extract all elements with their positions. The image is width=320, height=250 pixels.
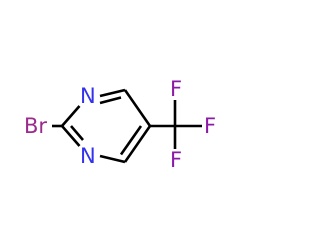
atom-f3: F xyxy=(170,148,182,172)
bond-n1-c6 xyxy=(99,88,126,98)
bond-c6-c5 xyxy=(123,89,152,127)
bond-c2-n3 xyxy=(61,125,81,147)
atom-f2: F xyxy=(204,114,216,138)
bond-c5-c4-inner xyxy=(119,125,143,156)
atom-n3: N xyxy=(80,144,96,168)
atom-f1: F xyxy=(170,77,182,101)
bond-c5-c4 xyxy=(123,125,152,163)
atom-n1: N xyxy=(80,84,96,108)
bond-n1-c6-inner xyxy=(99,96,122,105)
atom-labels: N N Br F F F xyxy=(24,77,216,172)
bond-c2-n1 xyxy=(61,105,81,127)
bonds xyxy=(52,88,202,164)
molecule-structure: N N Br F F F xyxy=(24,77,216,172)
bond-c4-n3 xyxy=(99,154,126,164)
bond-c2-n3-inner xyxy=(70,125,84,141)
atom-br: Br xyxy=(24,114,47,138)
